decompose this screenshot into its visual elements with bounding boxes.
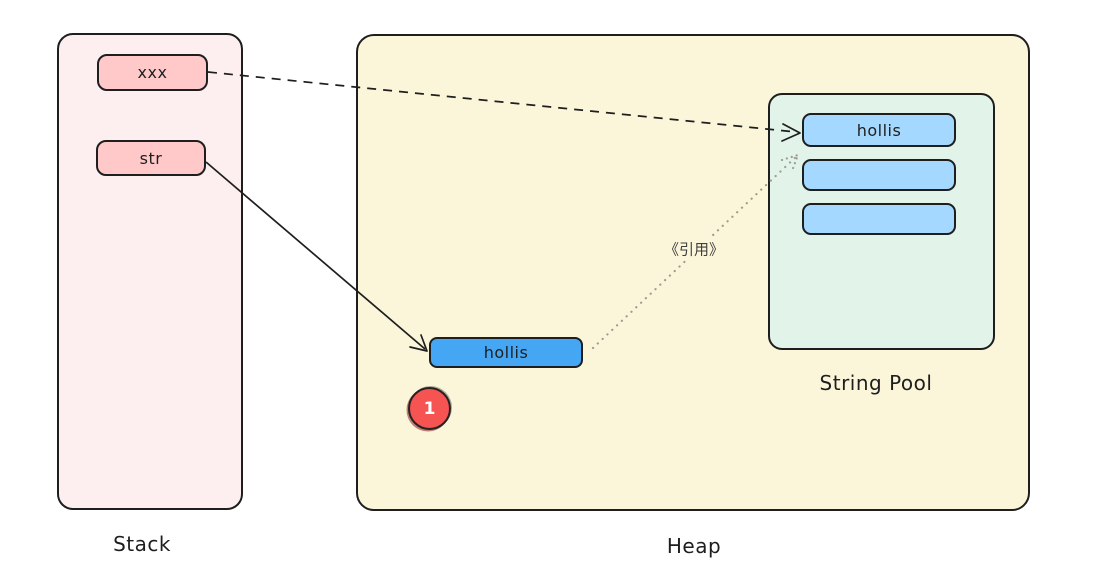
stack-container — [57, 33, 243, 510]
heap-object-hollis-label: hollis — [483, 343, 529, 362]
step-badge: 1 — [408, 387, 451, 430]
step-badge-value: 1 — [423, 398, 436, 419]
reference-arrow-label: 《引用》 — [659, 237, 729, 261]
pool-entry-hollis: hollis — [802, 113, 956, 147]
stack-frame-xxx-label: xxx — [137, 63, 168, 82]
stack-frame-str: str — [96, 140, 206, 176]
stack-frame-str-label: str — [139, 148, 163, 168]
pool-entry-empty-2 — [802, 203, 956, 235]
stack-frame-xxx: xxx — [97, 54, 208, 91]
pool-entry-empty-1 — [802, 159, 956, 191]
string-pool-title: String Pool — [819, 371, 933, 395]
stack-title: Stack — [113, 532, 171, 556]
heap-object-hollis: hollis — [429, 337, 583, 368]
pool-entry-hollis-label: hollis — [856, 120, 902, 140]
heap-title: Heap — [666, 534, 722, 558]
